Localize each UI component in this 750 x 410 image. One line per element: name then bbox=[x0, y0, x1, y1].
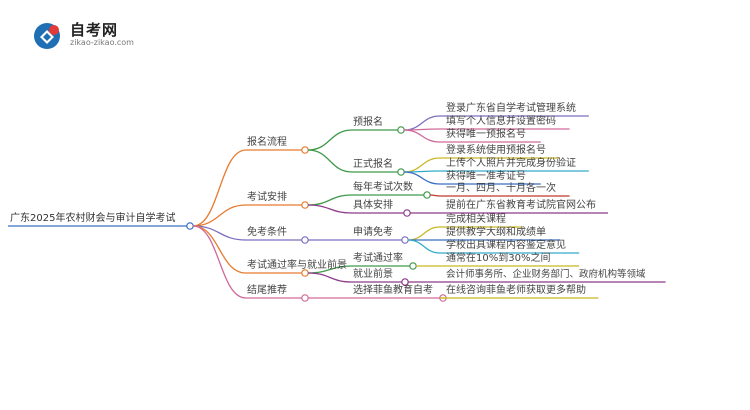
leaf-node-2-0-2[interactable]: 学校出具课程内容鉴定意见 bbox=[446, 240, 566, 251]
leaf-connector-2-0-0 bbox=[407, 226, 441, 241]
branch-node-1[interactable]: 考试安排 bbox=[247, 192, 287, 203]
root-collapse-toggle[interactable] bbox=[186, 222, 194, 230]
branch-node-0[interactable]: 报名流程 bbox=[247, 137, 287, 148]
leaf-node-0-0-0[interactable]: 登录广东省自学考试管理系统 bbox=[446, 103, 576, 114]
sub-node-3-0[interactable]: 考试通过率 bbox=[353, 253, 403, 264]
leaf-connector-1-0-0 bbox=[429, 194, 441, 197]
sub-connector-0-0 bbox=[307, 129, 353, 151]
sub-node-4-0[interactable]: 选择菲鱼教育自考 bbox=[353, 285, 433, 296]
logo-mark-icon bbox=[34, 23, 60, 49]
leaf-connector-0-1-2 bbox=[403, 171, 441, 185]
branch-connector-1 bbox=[192, 204, 247, 227]
branch-toggle-1[interactable] bbox=[301, 201, 309, 209]
logo-url: zikao-zikao.com bbox=[70, 38, 134, 47]
sub-toggle-2-0[interactable] bbox=[401, 236, 409, 244]
sub-toggle-1-0[interactable] bbox=[423, 191, 431, 199]
logo-title: 自考网 bbox=[70, 21, 119, 39]
sub-node-1-1[interactable]: 具体安排 bbox=[353, 200, 393, 211]
leaf-connector-0-1-0 bbox=[403, 157, 441, 173]
root-node[interactable]: 广东2025年农村财会与审计自学考试 bbox=[10, 213, 176, 224]
leaf-connector-0-0-0 bbox=[403, 115, 441, 131]
leaf-node-0-0-2[interactable]: 获得唯一预报名号 bbox=[446, 129, 526, 140]
sub-node-3-1[interactable]: 就业前景 bbox=[353, 269, 393, 280]
sub-toggle-1-1[interactable] bbox=[403, 209, 411, 217]
sub-toggle-3-0[interactable] bbox=[409, 262, 417, 270]
branch-connector-0 bbox=[192, 149, 247, 227]
leaf-node-2-0-1[interactable]: 提供教学大纲和成绩单 bbox=[446, 227, 546, 238]
sub-node-1-0[interactable]: 每年考试次数 bbox=[353, 182, 413, 193]
sub-connector-1-0 bbox=[307, 194, 353, 206]
branch-connector-4 bbox=[192, 225, 247, 299]
branch-toggle-4[interactable] bbox=[301, 294, 309, 302]
leaf-node-0-0-1[interactable]: 填写个人信息并设置密码 bbox=[446, 116, 556, 127]
sub-node-2-0[interactable]: 申请免考 bbox=[353, 227, 393, 238]
branch-node-2[interactable]: 免考条件 bbox=[247, 227, 287, 238]
branch-connector-2 bbox=[192, 225, 247, 241]
sub-toggle-0-0[interactable] bbox=[397, 126, 405, 134]
leaf-node-4-0-0[interactable]: 在线咨询菲鱼老师获取更多帮助 bbox=[446, 285, 586, 296]
branch-toggle-0[interactable] bbox=[301, 146, 309, 154]
sub-connector-3-1 bbox=[307, 272, 353, 283]
leaf-connector-2-0-2 bbox=[407, 239, 441, 254]
branch-node-3[interactable]: 考试通过率与就业前景 bbox=[247, 260, 347, 271]
sub-connector-1-1 bbox=[307, 204, 353, 214]
sub-node-0-0[interactable]: 预报名 bbox=[353, 117, 383, 128]
branch-node-4[interactable]: 结尾推荐 bbox=[247, 285, 287, 296]
leaf-node-1-1-0[interactable]: 提前在广东省教育考试院官网公布 bbox=[446, 200, 596, 211]
sub-node-0-1[interactable]: 正式报名 bbox=[353, 159, 393, 170]
sub-toggle-0-1[interactable] bbox=[397, 168, 405, 176]
site-logo[interactable]: 自考网 zikao-zikao.com bbox=[32, 19, 162, 51]
leaf-node-2-0-0[interactable]: 完成相关课程 bbox=[446, 214, 506, 225]
leaf-node-0-1-0[interactable]: 登录系统使用预报名号 bbox=[446, 145, 546, 156]
leaf-node-1-0-0[interactable]: 一月、四月、十月各一次 bbox=[446, 183, 556, 194]
leaf-node-0-1-2[interactable]: 获得唯一准考证号 bbox=[446, 171, 526, 182]
leaf-connector-0-0-2 bbox=[403, 129, 441, 143]
sub-connector-0-1 bbox=[307, 149, 353, 173]
branch-toggle-2[interactable] bbox=[301, 236, 309, 244]
leaf-node-3-0-0[interactable]: 通常在10%到30%之间 bbox=[446, 253, 551, 264]
leaf-node-0-1-1[interactable]: 上传个人照片并完成身份验证 bbox=[446, 158, 576, 169]
leaf-node-3-1-0[interactable]: 会计师事务所、企业财务部门、政府机构等领域 bbox=[446, 269, 646, 280]
